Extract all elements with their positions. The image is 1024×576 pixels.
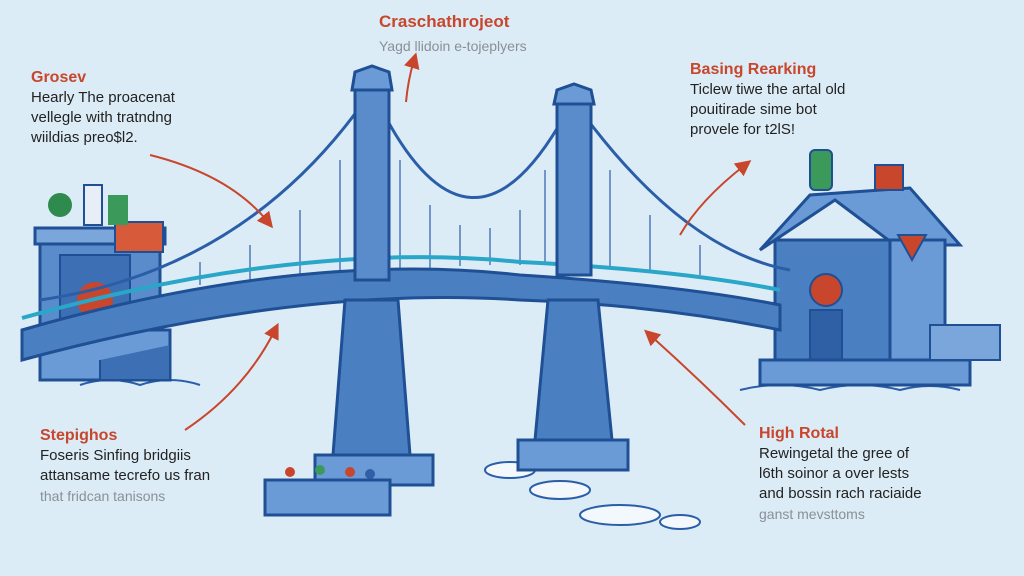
callout-top-left: Grosev Hearly The proacenat vellegle wit… <box>31 68 175 148</box>
callout-subtitle: Yagd llidoin e-tojeplyers <box>379 38 527 54</box>
callout-title: Grosev <box>31 69 87 86</box>
callout-text: Hearly The proacenat <box>31 89 175 106</box>
callout-text: l6th soinor a over lests <box>759 465 910 482</box>
arrow-icon <box>404 52 420 103</box>
callout-title: Stepighos <box>40 427 118 444</box>
right-tower <box>516 82 630 472</box>
water-ripples <box>79 379 961 530</box>
callout-text: and bossin rach raciaide <box>759 485 922 502</box>
callout-title: High Rotal <box>759 425 839 442</box>
callout-text: Rewingetal the gree of <box>759 445 910 462</box>
boat <box>263 465 392 517</box>
callout-arrows <box>149 52 752 431</box>
callout-faint-text: that fridcan tanisons <box>40 488 166 504</box>
callout-text: Ticlew tiwe the artal old <box>690 81 846 98</box>
callout-text: wiildias preo$l2. <box>31 129 138 146</box>
callout-text: provele for t2lS! <box>690 121 796 138</box>
right-house <box>758 149 1001 387</box>
callout-top-right: Basing Rearking Ticlew tiwe the artal ol… <box>690 60 845 140</box>
callout-text: Foseris Sinfing bridgiis <box>40 447 191 464</box>
callout-bottom-left: Stepighos Foseris Sinfing bridgiis attan… <box>40 426 210 506</box>
arrow-icon <box>679 160 752 236</box>
callout-faint-text: ganst mevsttoms <box>759 506 865 522</box>
callout-text: attansame tecrefo us fran <box>40 467 211 484</box>
callout-top-center: Craschathrojeot Yagd llidoin e-tojeplyer… <box>379 12 527 56</box>
arrow-icon <box>149 154 274 229</box>
suspension-cables <box>39 89 791 302</box>
callout-text: vellegle with tratndng <box>31 109 172 126</box>
bridge-deck <box>20 255 782 381</box>
callout-title: Craschathrojeot <box>379 12 510 31</box>
arrow-icon <box>184 322 279 431</box>
callout-title: Basing Rearking <box>690 61 817 78</box>
callout-text: pouitirade sime bot <box>690 101 817 118</box>
arrow-icon <box>644 329 746 426</box>
callout-bottom-right: High Rotal Rewingetal the gree of l6th s… <box>759 424 922 524</box>
